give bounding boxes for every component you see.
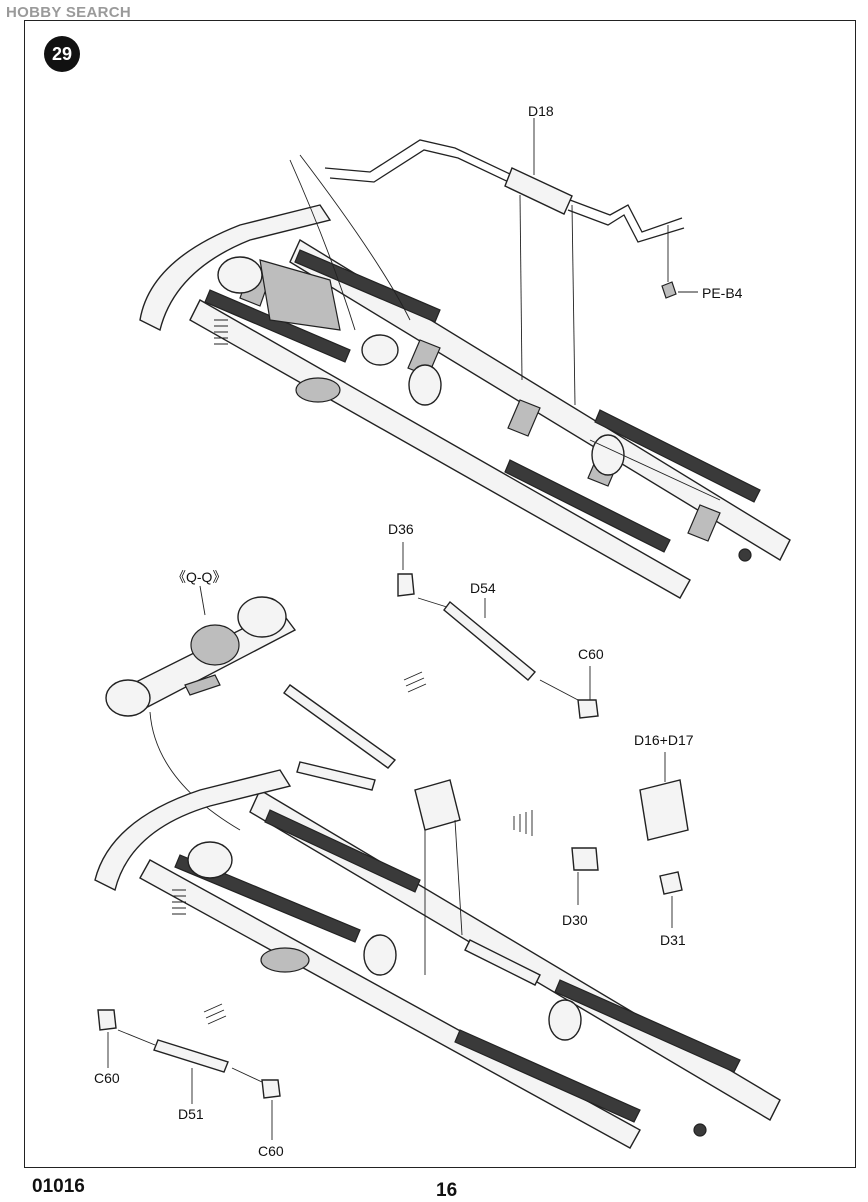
label-pe-b4: PE-B4 bbox=[702, 285, 743, 301]
transfer-shaft bbox=[149, 684, 461, 831]
label-d18: D18 bbox=[528, 103, 554, 119]
top-chassis-frame bbox=[139, 154, 791, 599]
shaft-d51 bbox=[97, 1009, 281, 1140]
gearbox-d16-d17 bbox=[571, 752, 689, 928]
bottom-chassis-frame bbox=[94, 769, 781, 1149]
product-code: 01016 bbox=[32, 1176, 85, 1197]
differential-assembly-q-q bbox=[105, 585, 297, 717]
label-d51: D51 bbox=[178, 1106, 204, 1122]
label-c60-left: C60 bbox=[94, 1070, 120, 1086]
label-d16-d17: D16+D17 bbox=[634, 732, 694, 748]
label-d31: D31 bbox=[660, 932, 686, 948]
label-d54: D54 bbox=[470, 580, 496, 596]
step-number-badge: 29 bbox=[44, 36, 80, 72]
label-c60-right: C60 bbox=[578, 646, 604, 662]
exhaust-pipe-d18 bbox=[324, 118, 698, 299]
page-number: 16 bbox=[436, 1180, 458, 1201]
instruction-frame bbox=[24, 20, 856, 1168]
watermark-logo: HOBBY SEARCH bbox=[6, 4, 132, 21]
label-q-q: 《Q-Q》 bbox=[172, 569, 227, 585]
label-d30: D30 bbox=[562, 912, 588, 928]
label-c60-bottom: C60 bbox=[258, 1143, 284, 1159]
label-d36: D36 bbox=[388, 521, 414, 537]
drive-shaft-d54 bbox=[397, 542, 599, 719]
direction-arrows bbox=[203, 671, 533, 1025]
